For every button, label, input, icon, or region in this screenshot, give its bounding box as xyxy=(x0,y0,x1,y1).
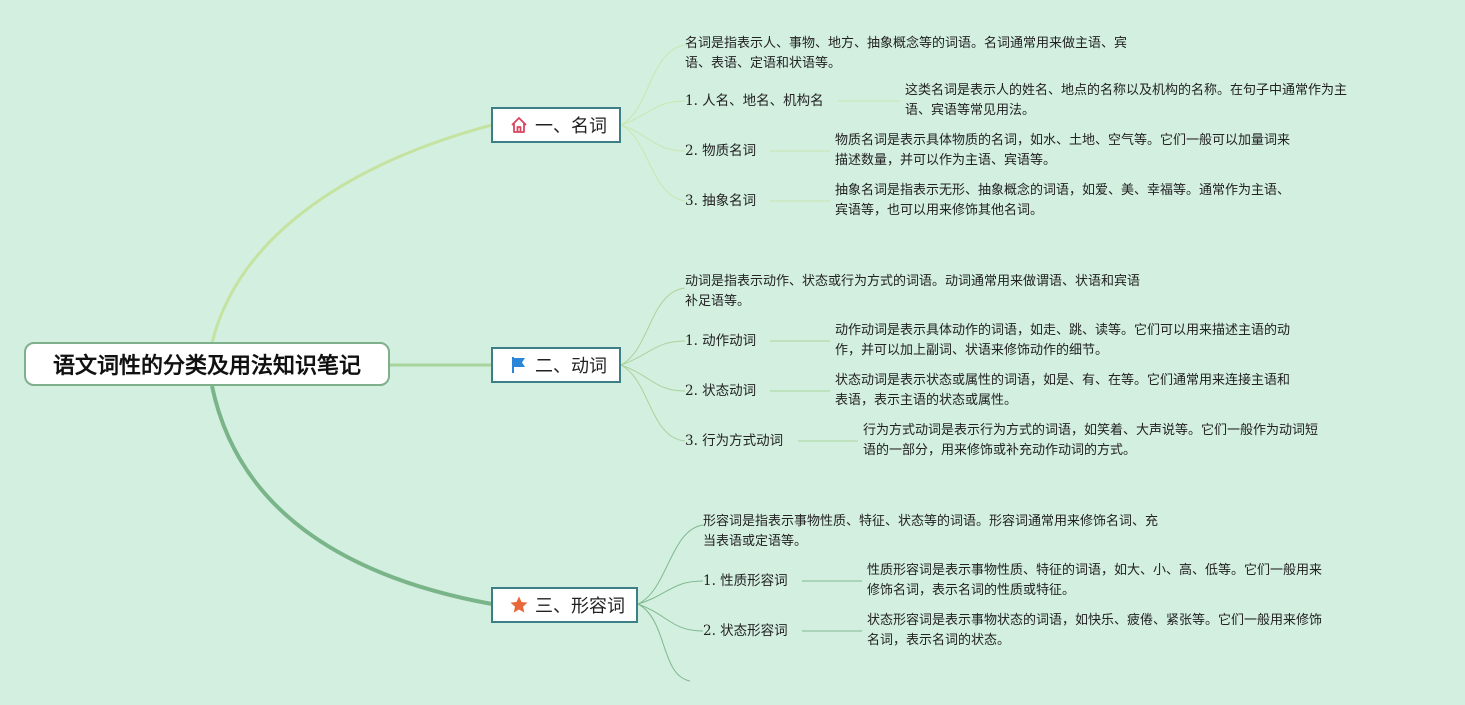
subtopic-action-verbs[interactable]: 1. 动作动词 xyxy=(685,333,757,349)
branch-label: 三、形容词 xyxy=(535,596,625,617)
subtopic-desc: 这类名词是表示人的姓名、地点的名称以及机构的名称。在句子中通常作为主语、宾语等常… xyxy=(905,83,1348,118)
subtopic-manner-verbs[interactable]: 3. 行为方式动词 xyxy=(685,433,784,449)
subtopic-material-nouns[interactable]: 2. 物质名词 xyxy=(685,143,757,159)
subtopic-desc: 物质名词是表示具体物质的名词，如水、土地、空气等。它们一般可以加量词来描述数量，… xyxy=(835,133,1291,168)
subtopic-abstract-nouns[interactable]: 3. 抽象名词 xyxy=(685,193,757,209)
branch-intro: 动词是指表示动作、状态或行为方式的词语。动词通常用来做谓语、状语和宾语补足语等。 xyxy=(685,274,1141,309)
branch-label: 一、名词 xyxy=(535,116,607,137)
branch-nouns[interactable]: 一、名词 xyxy=(491,107,621,143)
subtopic-state-verbs[interactable]: 2. 状态动词 xyxy=(685,383,757,399)
root-topic[interactable]: 语文词性的分类及用法知识笔记 xyxy=(24,342,390,386)
branch-verbs[interactable]: 二、动词 xyxy=(491,347,621,383)
subtopic-desc: 性质形容词是表示事物性质、特征的词语，如大、小、高、低等。它们一般用来修饰名词，… xyxy=(867,563,1323,598)
subtopic-proper-nouns[interactable]: 1. 人名、地名、机构名 xyxy=(685,93,824,109)
branch-adjectives[interactable]: 三、形容词 xyxy=(491,587,638,623)
subtopic-desc: 抽象名词是指表示无形、抽象概念的词语，如爱、美、幸福等。通常作为主语、宾语等，也… xyxy=(835,183,1291,218)
subtopic-desc: 状态形容词是表示事物状态的词语，如快乐、疲倦、紧张等。它们一般用来修饰名词，表示… xyxy=(867,613,1323,648)
subtopic-desc: 行为方式动词是表示行为方式的词语，如笑着、大声说等。它们一般作为动词短语的一部分… xyxy=(863,423,1319,458)
branch-intro: 名词是指表示人、事物、地方、抽象概念等的词语。名词通常用来做主语、宾语、表语、定… xyxy=(685,36,1128,71)
subtopic-desc: 状态动词是表示状态或属性的词语，如是、有、在等。它们通常用来连接主语和表语，表示… xyxy=(835,373,1291,408)
subtopic-desc: 动作动词是表示具体动作的词语，如走、跳、读等。它们可以用来描述主语的动作，并可以… xyxy=(835,323,1291,358)
home-icon xyxy=(509,115,529,135)
subtopic-state-adjectives[interactable]: 2. 状态形容词 xyxy=(703,623,788,639)
flag-icon xyxy=(509,355,529,375)
subtopic-quality-adjectives[interactable]: 1. 性质形容词 xyxy=(703,573,788,589)
branch-label: 二、动词 xyxy=(535,356,607,377)
branch-intro: 形容词是指表示事物性质、特征、状态等的词语。形容词通常用来修饰名词、充当表语或定… xyxy=(703,514,1159,549)
root-title: 语文词性的分类及用法知识笔记 xyxy=(52,354,361,379)
star-icon xyxy=(509,595,529,615)
